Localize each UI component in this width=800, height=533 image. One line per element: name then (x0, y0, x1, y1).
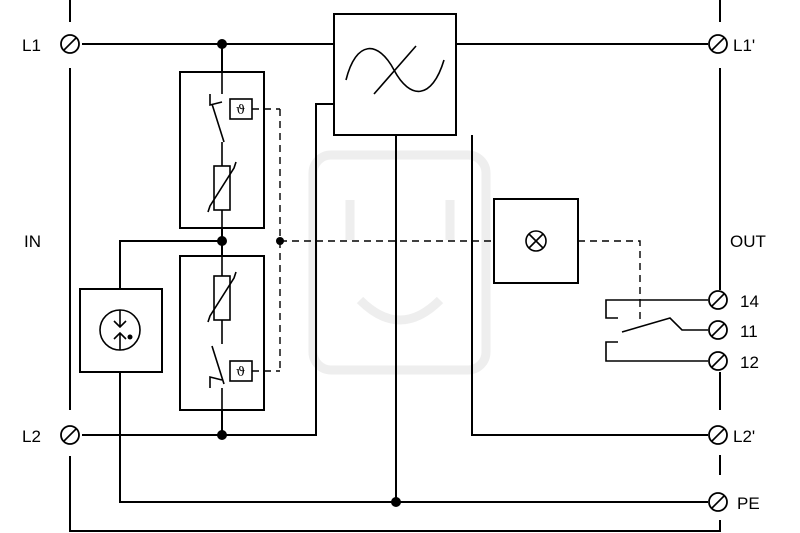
label-12: 12 (740, 353, 759, 372)
thermal-disconnector-icon: ϑ (209, 72, 280, 158)
label-pe: PE (737, 494, 760, 513)
varistor-icon (207, 158, 237, 228)
terminal-12[interactable] (708, 351, 728, 371)
label-l1-out: L1' (733, 36, 755, 55)
thermal-symbol-top: ϑ (236, 103, 245, 118)
changeover-contact-icon (605, 299, 708, 362)
label-14: 14 (740, 292, 759, 311)
label-l1: L1 (22, 36, 41, 55)
label-11: 11 (740, 322, 758, 341)
terminal-pe[interactable] (708, 492, 728, 512)
l2-conductor (82, 103, 334, 436)
terminal-14[interactable] (708, 290, 728, 310)
terminal-l1[interactable] (60, 34, 80, 54)
gdt-to-pe (119, 372, 708, 503)
ac-filter-icon (333, 13, 457, 136)
label-out: OUT (730, 232, 766, 251)
terminal-11[interactable] (708, 320, 728, 340)
thermal-symbol-bottom: ϑ (236, 365, 245, 380)
upper-protection-module: ϑ (179, 71, 280, 229)
label-l2-out: L2' (733, 427, 755, 446)
signal-to-relay (578, 240, 641, 300)
l2-out-conductor (471, 135, 708, 436)
label-in: IN (24, 232, 41, 251)
lower-protection-module: ϑ (179, 255, 280, 411)
terminal-l2-out[interactable] (708, 425, 728, 445)
device-enclosure (69, 0, 721, 532)
plug-watermark-icon (308, 150, 491, 375)
varistor-icon (207, 256, 237, 336)
terminal-l1-out[interactable] (708, 34, 728, 54)
thermal-disconnector-icon: ϑ (209, 336, 280, 410)
gas-discharge-tube-icon (79, 288, 163, 373)
terminal-l2[interactable] (60, 425, 80, 445)
label-l2: L2 (22, 427, 41, 446)
gdt-link (119, 240, 222, 289)
indicator-lamp-icon (493, 198, 579, 284)
